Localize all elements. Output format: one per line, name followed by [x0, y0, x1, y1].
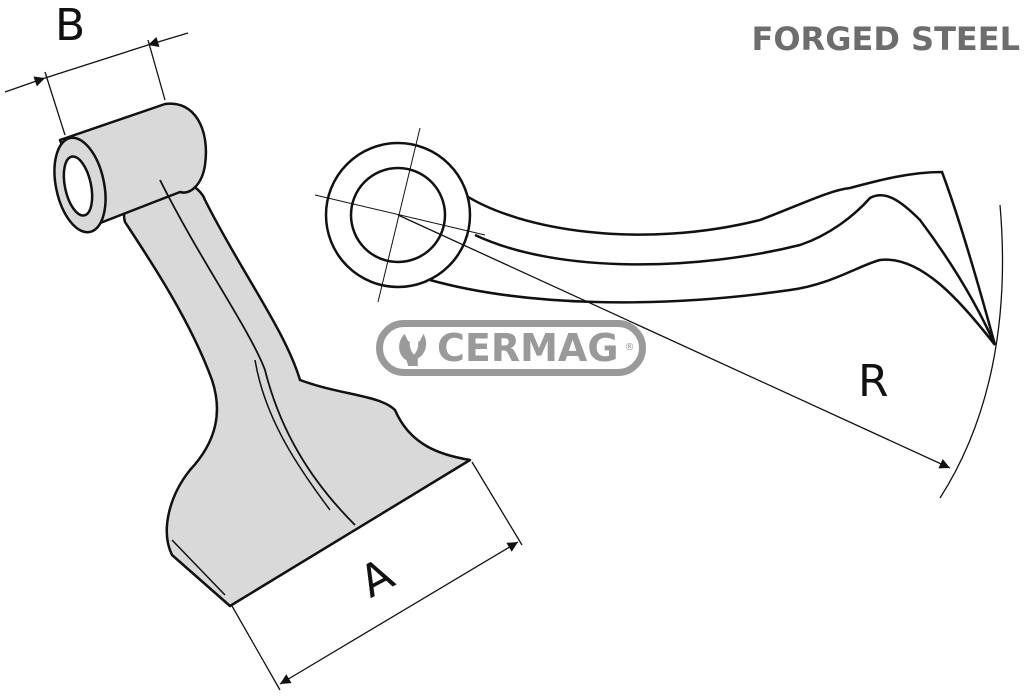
- dimension-label-b: B: [55, 0, 86, 51]
- cermag-logo-watermark: CERMAG ®: [376, 320, 646, 376]
- hammer-top-view: [324, 141, 997, 346]
- wrench-leaf-icon: [399, 331, 427, 366]
- registered-mark: ®: [624, 342, 635, 353]
- logo-text: CERMAG: [437, 326, 619, 370]
- material-title: FORGED STEEL: [751, 20, 1020, 58]
- dimension-label-r: R: [858, 356, 889, 407]
- dimension-a: [231, 461, 523, 691]
- hammer-side-view: [53, 102, 472, 608]
- dimension-b: [4, 32, 189, 136]
- dimension-r: [397, 204, 1004, 499]
